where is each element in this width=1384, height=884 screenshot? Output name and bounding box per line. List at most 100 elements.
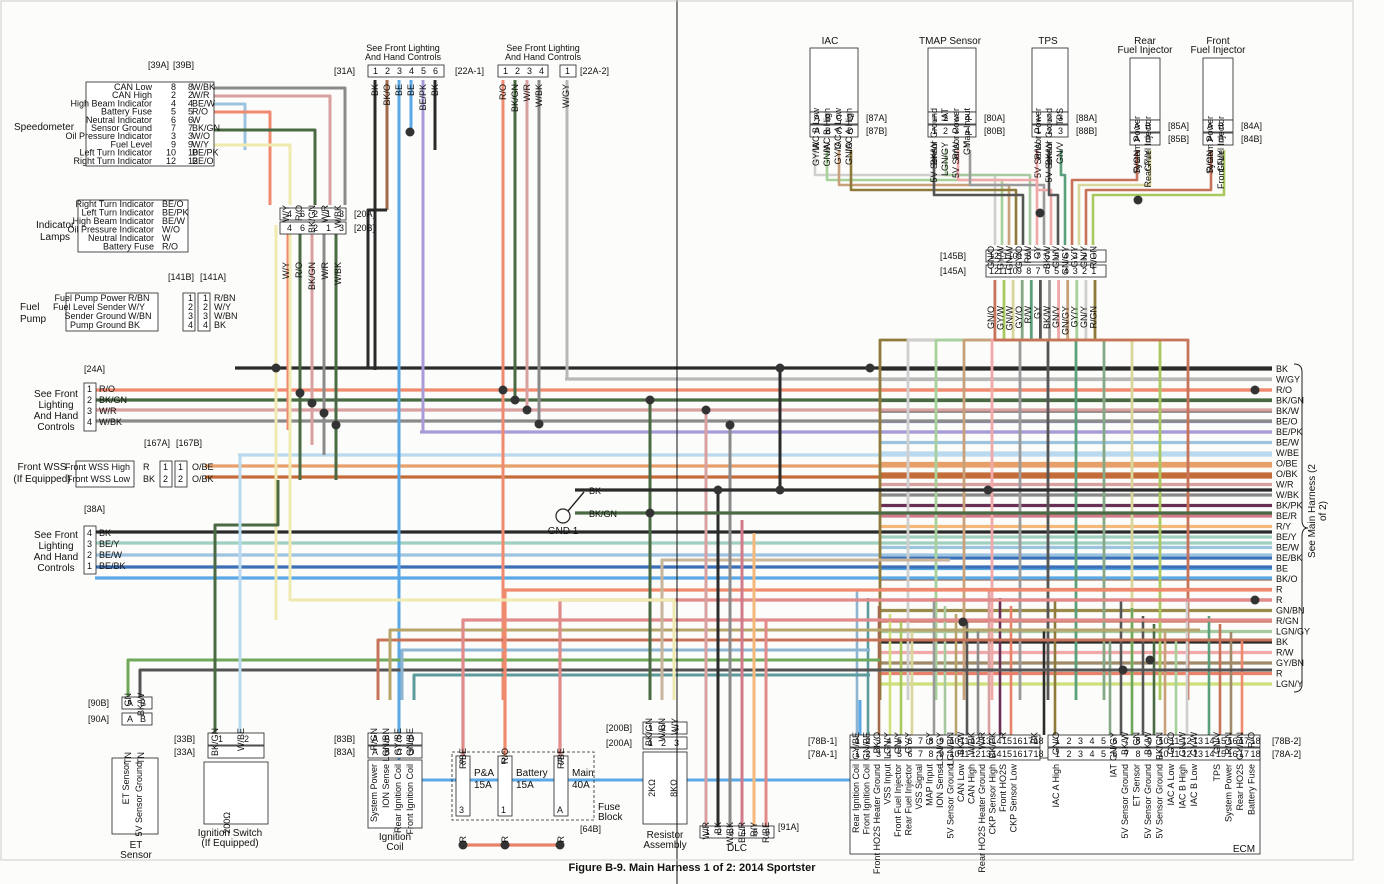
c145-pin: 8 [1026,251,1031,261]
fuel-pump-wire: W/Y [128,302,145,312]
bus-wire-label: BK/GN [1276,396,1304,406]
label-text: GY [925,732,935,745]
c24a-pin: 1 [87,384,92,394]
ecm2-pin: 10 [1159,749,1169,759]
bus-wire-label: BK/O [1276,574,1298,584]
ecm2-pin: 15 [1216,736,1226,746]
c145-pin: 10 [1008,251,1018,261]
resistor-body [642,751,688,825]
label-text: R/GN [1132,150,1142,173]
connector-90a: [90A] [88,714,109,724]
label-text: 5V Sensor Power [1033,108,1043,178]
c31a-pin: 4 [409,66,414,76]
ign-switch-pin: 1 [218,734,223,744]
splice-dot [295,388,305,398]
label-text: GY/W [995,305,1005,330]
c145-pin: 6 [1045,251,1050,261]
c145a-box [985,264,1107,278]
fuse-box [455,755,471,817]
label-text: Battery Fuse [1247,764,1257,815]
connector-64b: [64B] [580,824,601,834]
label-text: Rear Fuel Injector [1143,116,1153,188]
dlc-pin: 2 [717,827,722,837]
ecm1-pin: 16 [1013,749,1023,759]
ecm1-pin: 13 [981,736,991,746]
label-text: GN/V [1212,732,1222,754]
label-text: GY [1033,306,1043,319]
fuel-pump-pin-name: Pump Ground [70,320,126,330]
c78b1-box [849,734,1041,748]
wire [1047,150,1060,245]
fuel-pump-connector [65,292,159,332]
c22a1-pin: 4 [539,66,544,76]
label-text: BK [370,84,380,96]
wss-pin-name: Front WSS High [65,462,130,472]
rfi-pin: B [1145,134,1151,144]
c200a-box [642,736,688,750]
label-text: IAT [940,108,950,122]
label-text: W/Y [281,262,291,279]
wire [138,668,1272,700]
c31a-pin: 3 [397,66,402,76]
fuel-pump-wire: W/Y [214,302,231,312]
tmap-pin: 3 [954,126,959,136]
label-text: GN/W [822,141,832,166]
label-text: R/O [1247,732,1257,748]
front-lighting-label: Controls [37,422,74,433]
speedo-pin-name: CAN High [112,90,152,100]
connector-78a1: [78A-1] [808,749,837,759]
label-text: Front Fuel Injector [1216,116,1226,189]
et-pin: B [140,698,146,708]
c145-pin: 4 [1063,251,1068,261]
label-text: GY/Y [1070,246,1080,268]
ecm2-pin: 3 [1078,749,1083,759]
ecm2-pin: 9 [1147,749,1152,759]
label-text: BK/W [1042,306,1052,330]
ecm1-pin: 6 [908,736,913,746]
tmap-body [927,47,977,113]
label-text: 5V Sensor Ground [946,764,956,839]
label-text: System Power [1205,116,1215,174]
fuse-name: Battery [516,768,548,779]
connector-85a: [85A] [1168,121,1189,131]
fuel-pump-pin: 2 [203,302,208,312]
ecm1-pin: 4 [887,749,892,759]
c22a2-pin: 1 [565,66,570,76]
label-text: R/GN [1088,306,1098,329]
splice-dot [701,405,711,415]
ecm2-pin: 7 [1124,749,1129,759]
ecm1-pin: 11 [960,749,969,759]
tmap-pin: 1 [932,126,937,136]
ecm2-pin: 18 [1251,736,1261,746]
tps-label: TPS [1038,36,1058,47]
splice-dot [522,405,532,415]
splice-dot [725,420,735,430]
tps-pin: 3 [1058,113,1063,123]
c167a-box [159,460,173,488]
speedo-wire: W/R [192,90,210,100]
dlc-pin: 3 [729,827,734,837]
c145-pin: 3 [1073,266,1078,276]
label-text: GN/O [1051,732,1061,755]
bus-wire-label: GN/BN [1276,606,1305,616]
label-text: LGN/BN [946,732,956,766]
ecm1-pin: 3 [876,749,881,759]
ecm1-pin: 18 [1034,749,1044,759]
label-text: BK [713,822,723,834]
tmap-label: TMAP Sensor [919,36,982,47]
ecm1-pin: 14 [992,736,1002,746]
tmap-pin: 4 [965,126,970,136]
bus-wire-label: R [1276,595,1283,605]
wire [126,658,880,700]
label-text: MAP Input [925,764,935,806]
ecm1-pin: 7 [918,736,923,746]
iac-label: IAC [822,36,839,47]
c24a-wire: W/R [99,406,117,416]
c38a-box [83,525,97,575]
connector-200a: [200A] [606,738,632,748]
bus-wire-label: BE/BK [1276,553,1303,563]
et-pin: B [140,714,146,724]
iac-pin: D [847,113,854,123]
front-fi-label: Fuel Injector [1190,45,1246,56]
resistor-label: Assembly [643,840,686,851]
